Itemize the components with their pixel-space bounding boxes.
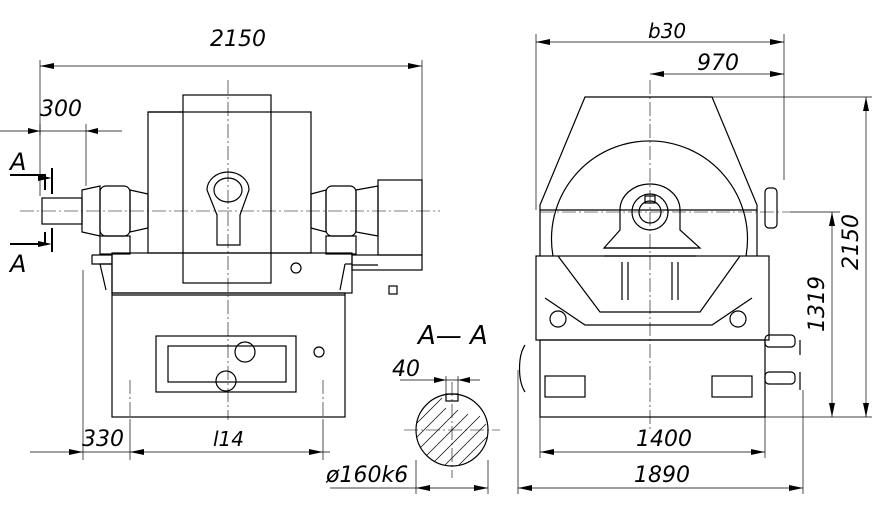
front-dimensions: 2150 300 A A 330 l14 [0,27,423,460]
bolt-icon [313,346,325,358]
section-a-a: A— A 40 ø160k6 [325,321,500,494]
dim-side-height-total: 2150 [839,214,864,270]
front-inspection-window [155,335,297,393]
section-mark-bottom: A [8,250,26,278]
side-dimensions: b30 970 2150 1319 1400 1890 [517,19,872,494]
front-view [20,80,440,420]
dim-shaft-extension: 300 [40,97,82,122]
side-gear-wheel [550,140,749,257]
dim-side-base-inner: 1400 [636,427,692,452]
dim-side-center-offset: 970 [697,51,739,76]
side-base-block [539,339,766,418]
front-center-column [182,94,272,284]
front-base-block [111,292,346,418]
side-view [518,80,801,430]
section-title: A— A [416,321,488,351]
dim-overall-width-front: 2150 [210,27,266,52]
bolt-icon [290,262,302,274]
dim-base-offset: 330 [82,427,124,452]
dim-side-axis-height: 1319 [805,276,830,332]
dim-shaft-diameter: ø160k6 [325,463,408,488]
dim-side-base-outer: 1890 [634,463,690,488]
dim-base-length: l14 [213,427,244,451]
dim-key-width: 40 [392,357,420,382]
section-mark-top: A [8,148,26,176]
front-housing [147,111,312,254]
dim-side-width-top: b30 [648,19,686,43]
